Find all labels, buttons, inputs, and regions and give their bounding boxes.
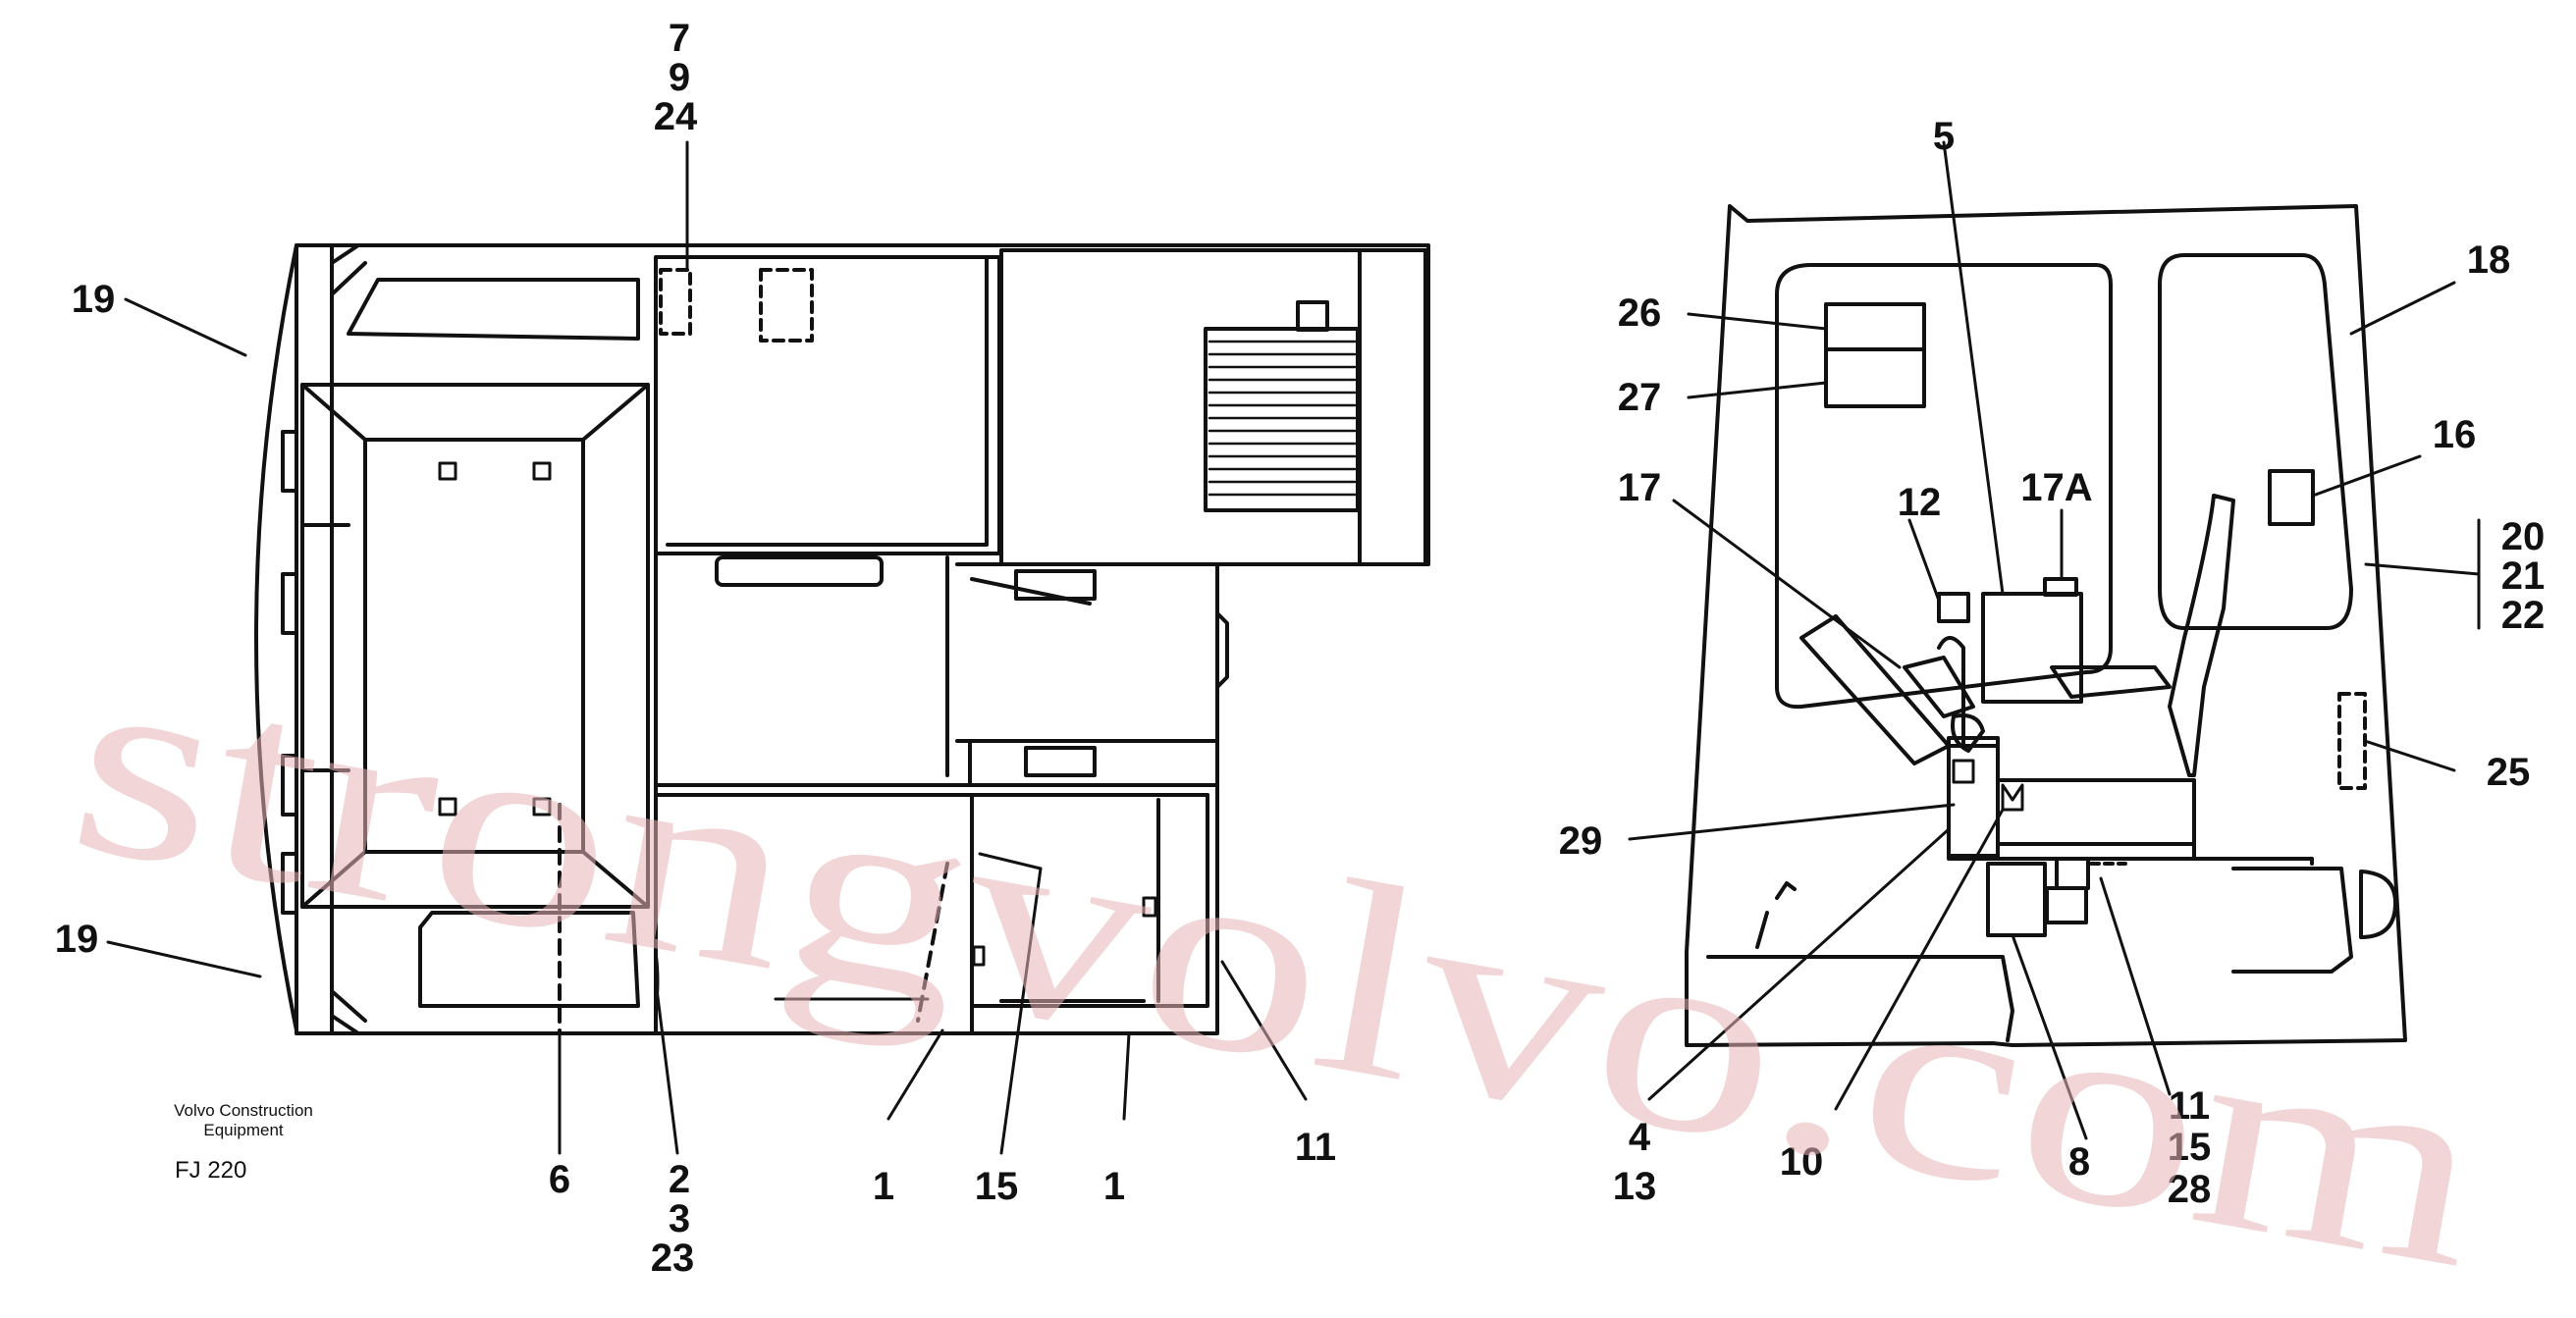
callout-1-left: 1 xyxy=(873,1165,894,1208)
callout-18: 18 xyxy=(2467,238,2511,282)
callout-labels: 7 9 24 19 19 6 2 3 23 1 15 1 11 5 18 26 … xyxy=(55,17,2546,1280)
callout-28: 28 xyxy=(2168,1168,2212,1211)
callout-23: 23 xyxy=(651,1237,695,1280)
callout-13: 13 xyxy=(1613,1165,1657,1208)
callout-4: 4 xyxy=(1629,1116,1651,1159)
callout-5: 5 xyxy=(1933,115,1955,158)
callout-26: 26 xyxy=(1618,291,1662,335)
callout-24: 24 xyxy=(654,95,698,138)
callout-25: 25 xyxy=(2487,751,2531,794)
leader-lines xyxy=(106,140,2481,1155)
callout-19-bottom: 19 xyxy=(55,918,99,961)
diagram-caption: Volvo Construction Equipment FJ 220 xyxy=(174,1101,313,1184)
callout-7: 7 xyxy=(669,17,690,60)
callout-15-right: 15 xyxy=(2168,1126,2212,1169)
cab-top-view xyxy=(254,243,1430,1035)
callout-15-left: 15 xyxy=(975,1165,1019,1208)
watermark: strongvolvo.com xyxy=(53,603,2503,1318)
cab-side-view xyxy=(1685,204,2407,1047)
callout-8: 8 xyxy=(2068,1140,2090,1184)
callout-29: 29 xyxy=(1559,819,1603,863)
callout-11-left: 11 xyxy=(1295,1126,1336,1169)
company-name-line1: Volvo Construction xyxy=(174,1101,313,1120)
callout-27: 27 xyxy=(1618,376,1662,419)
figure-code: FJ 220 xyxy=(175,1157,246,1184)
callout-12: 12 xyxy=(1898,481,1942,524)
callout-11-right: 11 xyxy=(2169,1084,2210,1128)
callout-1-right: 1 xyxy=(1103,1165,1125,1208)
callout-10: 10 xyxy=(1780,1140,1824,1184)
callout-19-top: 19 xyxy=(72,278,116,321)
callout-17: 17 xyxy=(1618,466,1662,509)
callout-17A: 17A xyxy=(2020,466,2092,509)
callout-3: 3 xyxy=(669,1197,690,1240)
callout-20: 20 xyxy=(2501,515,2546,558)
callout-21: 21 xyxy=(2501,554,2546,598)
callout-16: 16 xyxy=(2433,413,2477,456)
callout-2: 2 xyxy=(669,1158,690,1201)
callout-9: 9 xyxy=(669,56,690,99)
callout-6: 6 xyxy=(549,1158,570,1201)
company-name-line2: Equipment xyxy=(203,1121,284,1139)
callout-22: 22 xyxy=(2501,594,2546,637)
